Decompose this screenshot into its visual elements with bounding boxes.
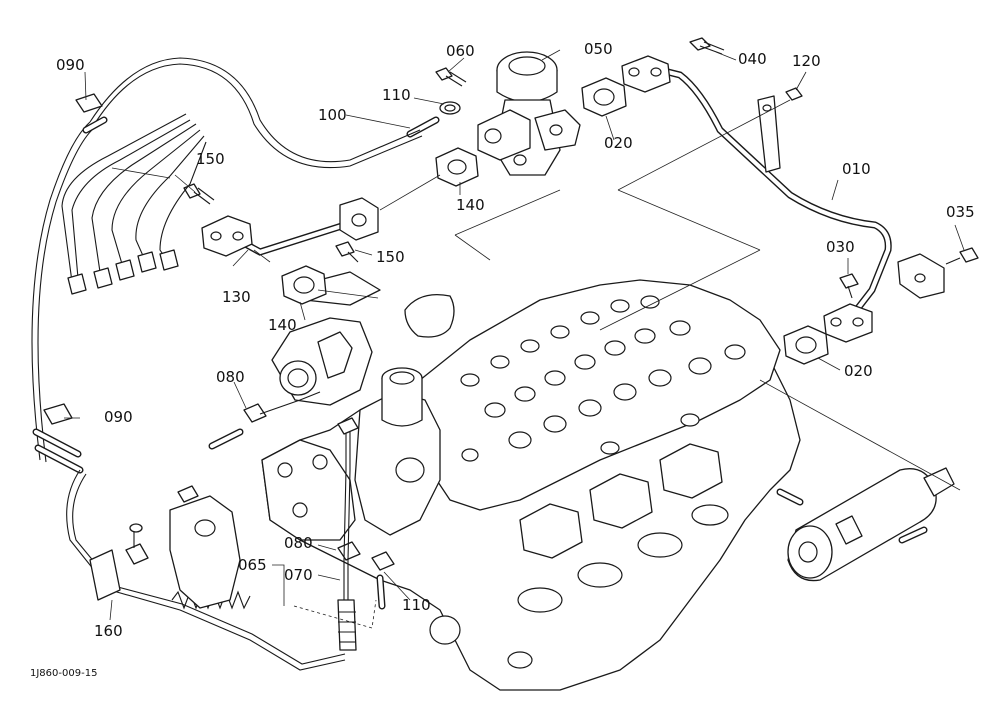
callout-130: 130 bbox=[222, 288, 251, 306]
callout-150-upper: 150 bbox=[196, 150, 225, 168]
bolt-060 bbox=[435, 67, 467, 87]
throttle-cable bbox=[66, 469, 346, 671]
injection-pipes bbox=[61, 113, 207, 295]
bolt-030 bbox=[839, 273, 859, 299]
bolt-120 bbox=[785, 87, 803, 101]
callout-120: 120 bbox=[792, 52, 821, 70]
hose-100-upper bbox=[406, 101, 461, 138]
callout-070: 070 bbox=[284, 566, 313, 584]
figure-code: 1J860-009-15 bbox=[30, 668, 98, 679]
callout-080-lower: 080 bbox=[284, 534, 313, 552]
leak-off-hose bbox=[31, 57, 423, 474]
callout-160: 160 bbox=[94, 622, 123, 640]
callout-020-lower: 020 bbox=[844, 362, 873, 380]
cylinder-head-assembly bbox=[261, 279, 801, 691]
bolts bbox=[183, 37, 979, 299]
exhaust-ports bbox=[429, 443, 729, 669]
callout-040: 040 bbox=[738, 50, 767, 68]
callout-110-lower: 110 bbox=[402, 596, 431, 614]
leader-lines bbox=[64, 49, 965, 621]
callout-100: 100 bbox=[318, 106, 347, 124]
stop-cable bbox=[293, 417, 377, 651]
callout-090-upper: 090 bbox=[56, 56, 85, 74]
valve-bosses bbox=[460, 295, 746, 462]
water-pipe bbox=[404, 293, 455, 338]
callout-030: 030 bbox=[826, 238, 855, 256]
egr-pipe bbox=[621, 55, 945, 343]
bolt-040 bbox=[689, 37, 725, 55]
injection-nozzles bbox=[67, 249, 179, 295]
thermostat-housing bbox=[354, 367, 441, 536]
callout-050: 050 bbox=[584, 40, 613, 58]
gaskets bbox=[281, 77, 829, 365]
callout-035: 035 bbox=[946, 203, 975, 221]
callout-090-lower: 090 bbox=[104, 408, 133, 426]
callout-065: 065 bbox=[238, 556, 267, 574]
muffler bbox=[776, 467, 955, 582]
callout-060: 060 bbox=[446, 42, 475, 60]
bolt-035 bbox=[945, 247, 979, 265]
callout-020-upper: 020 bbox=[604, 134, 633, 152]
bolt-150b bbox=[335, 241, 359, 263]
callout-010: 010 bbox=[842, 160, 871, 178]
bolt-150a bbox=[183, 183, 215, 205]
egr-valve bbox=[477, 51, 581, 176]
callout-150-lower: 150 bbox=[376, 248, 405, 266]
callout-080-upper: 080 bbox=[216, 368, 245, 386]
lower-hose-clamps bbox=[208, 391, 395, 610]
callout-110-upper: 110 bbox=[382, 86, 411, 104]
callout-140-lower: 140 bbox=[268, 316, 297, 334]
egr-pipe-130 bbox=[201, 197, 379, 257]
callout-140-upper: 140 bbox=[456, 196, 485, 214]
